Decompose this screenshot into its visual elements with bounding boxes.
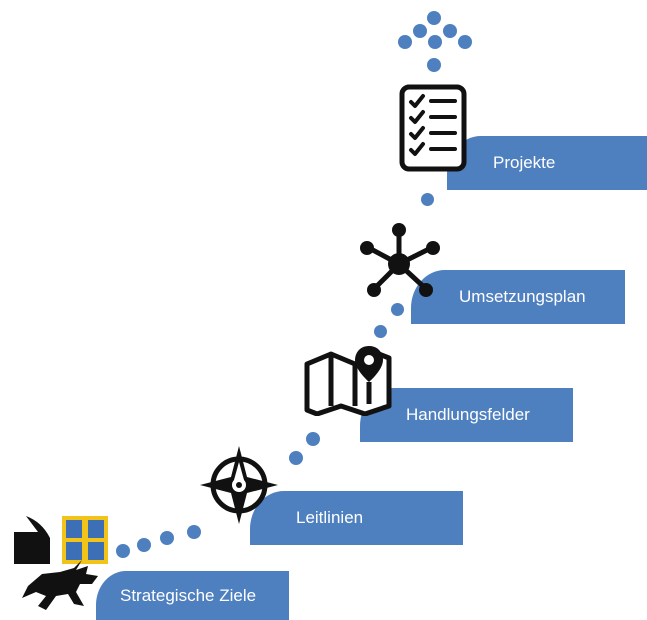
trail-dot [306, 432, 320, 446]
trail-dot [413, 24, 427, 38]
step-box-umsetzungsplan: Umsetzungsplan [411, 270, 625, 324]
step-box-projekte: Projekte [447, 136, 647, 190]
trail-dot [116, 544, 130, 558]
network-hub-icon [360, 223, 440, 297]
step-label: Strategische Ziele [120, 585, 257, 605]
step-label: Projekte [493, 153, 556, 172]
step-box-strategische-ziele: Strategische Ziele [96, 571, 289, 620]
trail-dot [427, 11, 441, 25]
graubuenden-coat-of-arms-icon [14, 516, 108, 610]
trail-dot [458, 35, 472, 49]
step-label: Umsetzungsplan [459, 287, 586, 306]
step-box-handlungsfelder: Handlungsfelder [360, 388, 573, 442]
trail-dot [427, 58, 441, 72]
trail-dot [374, 325, 387, 338]
trail-dot [443, 24, 457, 38]
trail-dot [289, 451, 303, 465]
map-pin-icon [304, 346, 392, 416]
compass-icon [200, 446, 278, 524]
trail-dot [187, 525, 201, 539]
checklist-icon [399, 84, 467, 172]
trail-dot [428, 35, 442, 49]
trail-dot [391, 303, 404, 316]
trail-dot [160, 531, 174, 545]
trail-dot [421, 193, 434, 206]
step-box-leitlinien: Leitlinien [250, 491, 463, 545]
step-label: Leitlinien [296, 508, 364, 527]
step-label: Handlungsfelder [406, 405, 530, 424]
trail-dot [398, 35, 412, 49]
trail-dot [137, 538, 151, 552]
